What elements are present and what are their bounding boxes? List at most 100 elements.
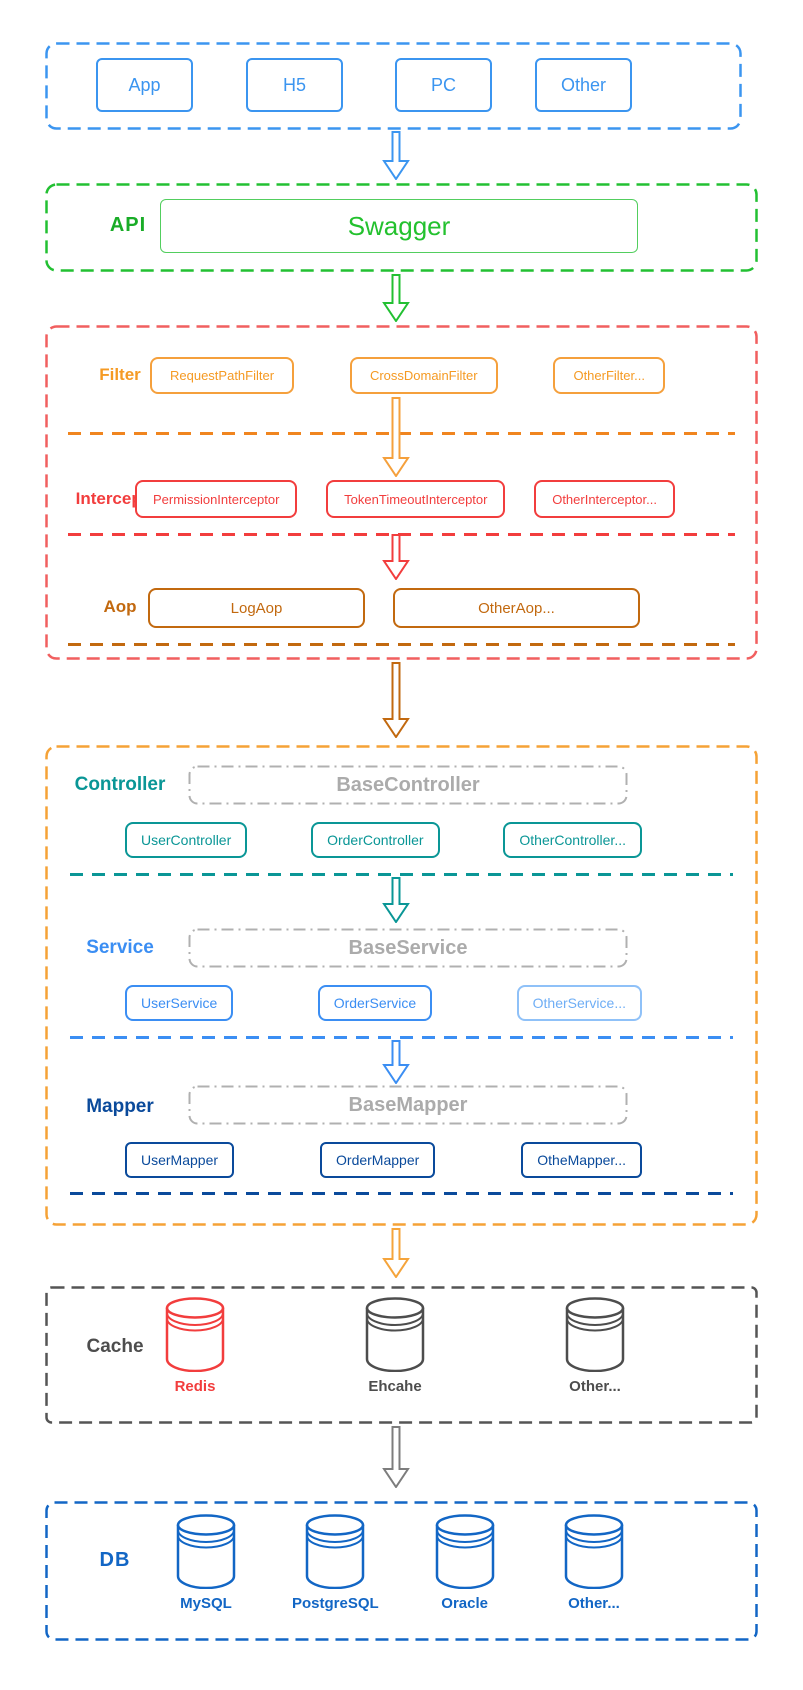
- divider-service: [70, 1036, 733, 1039]
- db-item-other: Other...: [548, 1513, 640, 1623]
- db-item-label: Other...: [568, 1595, 620, 1612]
- database-icon: [365, 1297, 425, 1372]
- mapper-box-label: OrderMapper: [336, 1152, 420, 1168]
- business-layer-section: Controller BaseController UserController…: [45, 745, 758, 1226]
- mapper-box-other: OtheMapper...: [521, 1142, 642, 1178]
- divider-filter: [68, 432, 735, 435]
- mapper-box-label: OtheMapper...: [537, 1152, 626, 1168]
- client-app-label: App: [128, 74, 161, 95]
- cache-item-redis: Redis: [145, 1296, 245, 1406]
- db-row: MySQL PostgreSQL Oracle: [160, 1513, 640, 1623]
- controller-row: UserController OrderController OtherCont…: [125, 822, 642, 858]
- aop-box-label: LogAop: [230, 599, 283, 617]
- swagger-label: Swagger: [347, 210, 451, 241]
- aop-row-label: Aop: [103, 597, 137, 616]
- interceptor-box-other: OtherInterceptor...: [534, 480, 675, 518]
- divider-interceptor: [68, 533, 735, 536]
- db-layer-label: DB: [99, 1549, 131, 1571]
- db-item-label: Oracle: [441, 1595, 488, 1612]
- arrow-down-icon: [382, 1426, 410, 1489]
- swagger-box: Swagger: [160, 199, 638, 253]
- arrow-down-icon: [382, 662, 410, 739]
- database-icon: [565, 1297, 625, 1372]
- controller-box-order: OrderController: [311, 822, 440, 858]
- db-item-oracle: Oracle: [419, 1513, 511, 1623]
- client-h5-label: H5: [282, 74, 306, 95]
- base-controller-box: BaseController: [188, 765, 628, 805]
- arrow-down-icon: [382, 1040, 410, 1085]
- divider-aop: [68, 643, 735, 646]
- base-controller-label: BaseController: [336, 773, 480, 796]
- flow-arrow-business-to-cache: [382, 1228, 410, 1279]
- base-mapper-box: BaseMapper: [188, 1085, 628, 1125]
- arrow-down-icon: [382, 131, 410, 181]
- service-row: UserService OrderService OtherService...: [125, 985, 642, 1021]
- service-box-user: UserService: [125, 985, 234, 1021]
- filter-row-label: Filter: [99, 365, 141, 384]
- client-h5-box: H5: [246, 58, 343, 112]
- arrow-down-icon: [382, 877, 410, 924]
- service-box-label: UserService: [141, 995, 218, 1011]
- flow-arrow-filter-to-interceptor: [382, 397, 410, 478]
- cache-item-other: Other...: [545, 1296, 645, 1406]
- db-item-label: PostgreSQL: [291, 1595, 379, 1612]
- filter-box-requestpath: RequestPathFilter: [150, 357, 295, 394]
- client-pc-label: PC: [430, 74, 456, 95]
- filter-box-crossdomain: CrossDomainFilter: [349, 357, 498, 394]
- gateway-layer-section: Filter RequestPathFilter CrossDomainFilt…: [45, 325, 758, 660]
- controller-box-label: UserController: [141, 832, 232, 848]
- flow-arrow-client-to-api: [382, 131, 410, 181]
- service-row-label: Service: [86, 937, 154, 958]
- aop-box-label: OtherAop...: [478, 599, 555, 617]
- mapper-box-label: UserMapper: [141, 1152, 219, 1168]
- interceptor-box-label: TokenTimeoutInterceptor: [344, 491, 488, 507]
- dash-dot-border: [188, 765, 628, 805]
- client-pc-box: PC: [395, 58, 492, 112]
- cache-layer-section: Cache Redis Ehcahe: [45, 1286, 758, 1424]
- controller-box-label: OtherController...: [519, 832, 626, 848]
- aop-row: LogAop OtherAop...: [148, 588, 640, 628]
- arrow-down-icon: [382, 274, 410, 323]
- interceptor-box-permission: PermissionInterceptor: [135, 480, 298, 518]
- filter-box-label: CrossDomainFilter: [369, 368, 478, 383]
- service-box-other: OtherService...: [516, 985, 642, 1021]
- cache-item-label: Other...: [569, 1378, 621, 1395]
- api-layer-label: API: [109, 214, 147, 236]
- cache-layer-label: Cache: [86, 1336, 144, 1357]
- controller-box-label: OrderController: [327, 832, 424, 848]
- client-layer-section: App H5 PC Other: [45, 42, 742, 130]
- db-layer-section: DB MySQL PostgreSQL: [45, 1501, 758, 1641]
- cache-item-label: Redis: [174, 1378, 216, 1395]
- divider-controller: [70, 873, 733, 876]
- mapper-box-order: OrderMapper: [320, 1142, 436, 1178]
- client-other-box: Other: [535, 58, 632, 112]
- db-item-label: MySQL: [180, 1595, 232, 1612]
- interceptor-box-label: PermissionInterceptor: [153, 491, 280, 507]
- cache-item-ehcache: Ehcahe: [345, 1296, 445, 1406]
- db-item-postgresql: PostgreSQL: [289, 1513, 381, 1623]
- mapper-box-user: UserMapper: [125, 1142, 235, 1178]
- mapper-row: UserMapper OrderMapper OtheMapper...: [125, 1142, 642, 1178]
- divider-mapper: [70, 1192, 733, 1195]
- service-box-order: OrderService: [317, 985, 433, 1021]
- flow-arrow-api-to-filter: [382, 274, 410, 323]
- api-layer-section: API Swagger: [45, 183, 758, 272]
- service-box-label: OrderService: [333, 995, 417, 1011]
- filter-box-label: OtherFilter...: [573, 368, 645, 383]
- database-icon: [176, 1514, 236, 1589]
- filter-box-other: OtherFilter...: [553, 357, 665, 394]
- flow-arrow-controller-to-service: [382, 877, 410, 924]
- database-icon: [435, 1514, 494, 1589]
- dash-dot-border: [188, 928, 628, 968]
- database-icon: [306, 1514, 365, 1589]
- interceptor-box-tokentimeout: TokenTimeoutInterceptor: [326, 480, 506, 518]
- filter-box-label: RequestPathFilter: [170, 368, 275, 383]
- flow-arrow-interceptor-to-aop: [382, 534, 410, 581]
- dash-dot-border: [188, 1085, 628, 1125]
- mapper-row-label: Mapper: [86, 1096, 154, 1117]
- cache-item-label: Ehcahe: [368, 1378, 422, 1395]
- aop-box-log: LogAop: [148, 588, 365, 628]
- database-icon: [564, 1514, 624, 1589]
- arrow-down-icon: [382, 397, 410, 478]
